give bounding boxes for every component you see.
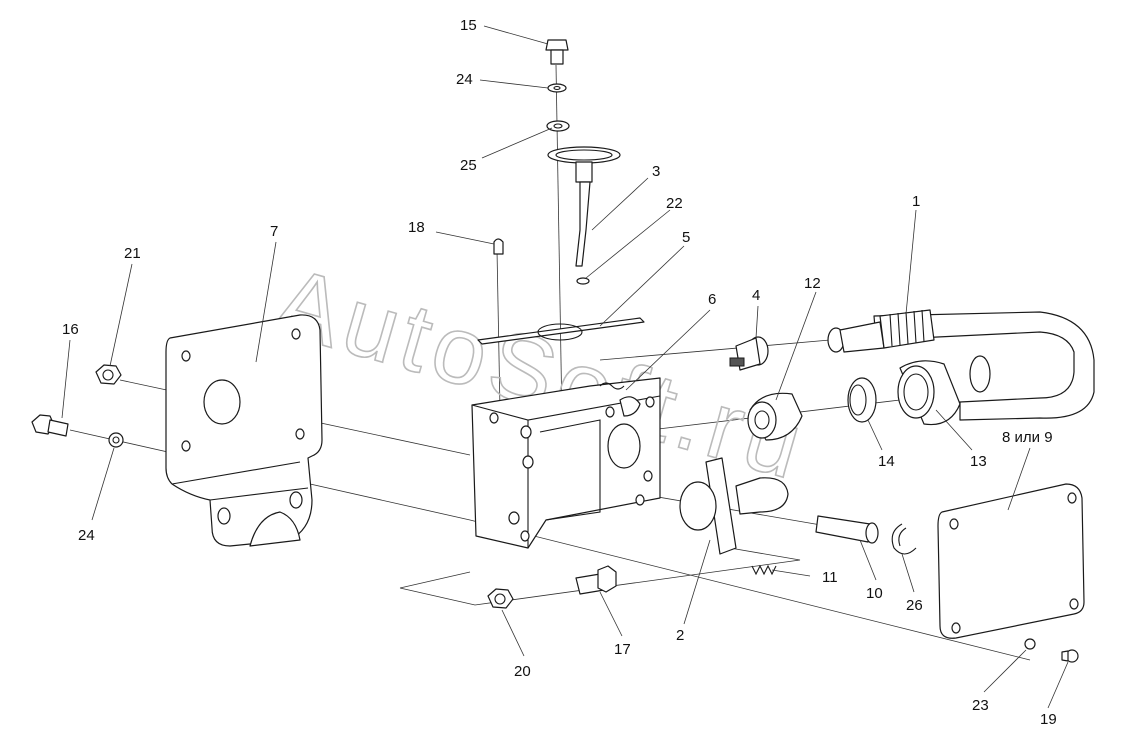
- callout-24-left: 24: [78, 527, 95, 544]
- callout-16: 16: [62, 321, 79, 338]
- ring-14: [847, 377, 877, 423]
- cover-plate-8-9: [937, 483, 1085, 639]
- callout-13: 13: [970, 453, 987, 470]
- callout-21: 21: [124, 245, 141, 262]
- washer-24-left: [108, 432, 124, 448]
- union-nut-12: [747, 392, 803, 441]
- circlip-26: [891, 523, 917, 555]
- nut-20: [487, 588, 514, 609]
- callout-15: 15: [460, 17, 477, 34]
- tube-1: [827, 309, 1095, 421]
- callout-3: 3: [652, 163, 660, 180]
- bolt-17: [575, 565, 617, 595]
- washer-25: [546, 120, 570, 132]
- ring-22: [576, 277, 590, 285]
- gasket-5: [477, 317, 645, 345]
- callout-1: 1: [912, 193, 920, 210]
- callout-24-top: 24: [456, 71, 473, 88]
- bolt-16: [31, 414, 69, 437]
- shaft-10: [815, 515, 879, 544]
- valve-body-2: [679, 457, 789, 555]
- callout-4: 4: [752, 287, 760, 304]
- nut-21: [95, 364, 122, 385]
- spring-11: [751, 564, 777, 576]
- spring-6: [599, 382, 625, 390]
- screw-19: [1061, 649, 1079, 663]
- callout-20: 20: [514, 663, 531, 680]
- valve-housing: [471, 377, 661, 549]
- adapter-4: [729, 336, 769, 371]
- callout-26: 26: [906, 597, 923, 614]
- callout-17: 17: [614, 641, 631, 658]
- valve-stem-3: [547, 146, 621, 267]
- callout-5: 5: [682, 229, 690, 246]
- cap-nut-13: [897, 360, 961, 426]
- callout-14: 14: [878, 453, 895, 470]
- bracket-plate-7: [165, 314, 323, 547]
- callout-23: 23: [972, 697, 989, 714]
- bolt-15: [545, 39, 569, 65]
- callout-2: 2: [676, 627, 684, 644]
- callout-12: 12: [804, 275, 821, 292]
- callout-labels: 15 24 25 3 22 5 18 6 4 12 1 14 13 8 или …: [62, 17, 1057, 728]
- callout-22: 22: [666, 195, 683, 212]
- callout-leaders: [61, 25, 1069, 709]
- callout-25: 25: [460, 157, 477, 174]
- callout-18: 18: [408, 219, 425, 236]
- callout-8-or-9: 8 или 9: [1002, 429, 1053, 446]
- callout-19: 19: [1040, 711, 1057, 728]
- washer-23: [1024, 638, 1036, 650]
- callout-11: 11: [822, 569, 838, 586]
- callout-10: 10: [866, 585, 883, 602]
- callout-6: 6: [708, 291, 716, 308]
- pin-18: [493, 238, 504, 255]
- washer-24-top: [547, 83, 567, 93]
- callout-7: 7: [270, 223, 278, 240]
